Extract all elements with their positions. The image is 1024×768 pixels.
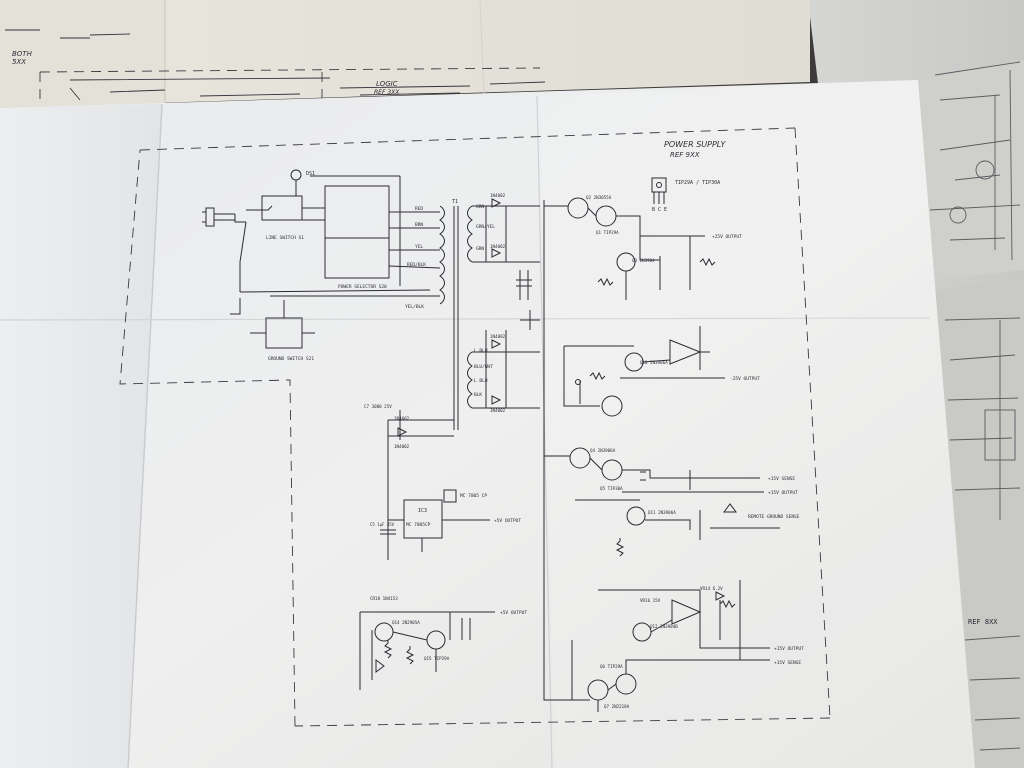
svg-text:MC 7805 CP: MC 7805 CP bbox=[460, 493, 487, 499]
lower-right-regulator: Q12 2N3904B Q6 TIP29A Q7 2N2218A VR14 6.… bbox=[571, 580, 804, 712]
minus-regulator: Q10 2N3906A -25V OUTPUT bbox=[563, 326, 760, 417]
schematic-border bbox=[119, 127, 831, 727]
ground-switch: GROUND SWITCH S21 bbox=[230, 298, 315, 362]
svg-text:Q3 2N3904: Q3 2N3904 bbox=[632, 258, 655, 263]
power-selector: POWER SELECTOR S20 bbox=[270, 175, 441, 297]
svg-text:TIP29A / TIP30A: TIP29A / TIP30A bbox=[675, 180, 720, 186]
svg-text:CR18 1N4153: CR18 1N4153 bbox=[370, 596, 398, 601]
back-sheet-corner-label: BOTH bbox=[12, 50, 33, 58]
svg-text:C5 1µF 35V: C5 1µF 35V bbox=[370, 522, 395, 527]
svg-text:BLK: BLK bbox=[474, 392, 482, 398]
svg-text:Q12 2N3904B: Q12 2N3904B bbox=[650, 624, 678, 629]
rectifier-diodes: 1N4002 1N4002 1N4002 1N4002 bbox=[472, 193, 590, 701]
svg-text:RED: RED bbox=[415, 206, 423, 212]
svg-text:Q1 TIP29A: Q1 TIP29A bbox=[596, 230, 619, 235]
svg-text:REMOTE GROUND SENSE: REMOTE GROUND SENSE bbox=[748, 514, 800, 520]
resistors bbox=[383, 257, 736, 665]
back-sheet-corner-ref: 5XX bbox=[12, 58, 26, 66]
svg-text:+5V OUTPUT: +5V OUTPUT bbox=[494, 518, 521, 524]
svg-text:1N4002: 1N4002 bbox=[394, 444, 410, 449]
five-volt-supply: 1N4002 1N4002 C7 3000 25V IC3 MC 7805CP … bbox=[364, 404, 521, 560]
lower-left-regulator: Q14 2N2905A Q15 TIP29A CR18 1N4153 +5V O… bbox=[359, 596, 527, 690]
svg-text:MC 7805CP: MC 7805CP bbox=[406, 522, 431, 528]
svg-text:1N4002: 1N4002 bbox=[490, 334, 506, 339]
fifteen-volt-regulator: Q4 2N3906A Q5 TIP30A Q11 2N3906A +15V SE… bbox=[544, 447, 800, 540]
svg-text:BLU/WHT: BLU/WHT bbox=[474, 364, 493, 370]
svg-text:IC3: IC3 bbox=[418, 508, 427, 514]
back-sheet: BOTH 5XX LOGIC REF 3XX bbox=[0, 0, 810, 108]
svg-text:RED/BLK: RED/BLK bbox=[407, 262, 426, 268]
svg-text:L BLU: L BLU bbox=[474, 378, 488, 384]
svg-text:LINE SWITCH S1: LINE SWITCH S1 bbox=[266, 235, 304, 241]
back-sheet-ref: REF 3XX bbox=[374, 89, 400, 96]
svg-text:Q10 2N3906A: Q10 2N3906A bbox=[640, 360, 668, 365]
svg-text:Q4 2N3906A: Q4 2N3906A bbox=[590, 448, 616, 453]
svg-text:Q5 TIP30A: Q5 TIP30A bbox=[600, 486, 623, 491]
svg-text:DS1: DS1 bbox=[306, 171, 315, 177]
svg-text:GRN: GRN bbox=[476, 204, 484, 210]
svg-text:Q11 2N3906A: Q11 2N3906A bbox=[648, 510, 676, 515]
svg-text:C7 3000 25V: C7 3000 25V bbox=[364, 404, 392, 409]
svg-text:T1: T1 bbox=[452, 199, 458, 205]
svg-text:BRN: BRN bbox=[415, 222, 423, 228]
right-sheet-label: REF 8XX bbox=[968, 618, 998, 626]
sheet-ref: REF 9XX bbox=[670, 151, 700, 159]
svg-text:+15V SENSE: +15V SENSE bbox=[768, 476, 795, 482]
svg-text:+15V OUTPUT: +15V OUTPUT bbox=[768, 490, 798, 496]
svg-text:+15V OUTPUT: +15V OUTPUT bbox=[774, 646, 804, 652]
upper-right-regulator: Q2 2N3055A Q1 TIP29A Q3 2N3904 +25V OUTP… bbox=[544, 195, 742, 300]
svg-text:YEL: YEL bbox=[415, 244, 423, 250]
svg-text:Q14 2N2905A: Q14 2N2905A bbox=[392, 620, 420, 625]
main-sheet bbox=[0, 80, 975, 768]
sheet-title: POWER SUPPLY bbox=[664, 140, 726, 149]
svg-text:+25V OUTPUT: +25V OUTPUT bbox=[712, 234, 742, 240]
svg-text:Q15 TIP29A: Q15 TIP29A bbox=[424, 656, 450, 661]
svg-text:1N4002: 1N4002 bbox=[490, 244, 506, 249]
svg-text:YEL/BLK: YEL/BLK bbox=[405, 304, 424, 310]
svg-text:Q7 2N2218A: Q7 2N2218A bbox=[604, 704, 630, 709]
svg-text:1N4002: 1N4002 bbox=[490, 408, 506, 413]
svg-text:GROUND SWITCH S21: GROUND SWITCH S21 bbox=[268, 356, 314, 362]
svg-text:-25V OUTPUT: -25V OUTPUT bbox=[730, 376, 760, 382]
svg-text:1N4002: 1N4002 bbox=[394, 416, 410, 421]
svg-text:L BLU: L BLU bbox=[474, 348, 488, 354]
svg-text:VR16 15V: VR16 15V bbox=[640, 598, 661, 603]
svg-text:B C E: B C E bbox=[652, 207, 667, 213]
transformer-t1: T1 bbox=[439, 199, 473, 430]
svg-text:+5V OUTPUT: +5V OUTPUT bbox=[500, 610, 527, 616]
back-sheet-title: LOGIC bbox=[376, 80, 398, 88]
svg-text:POWER SELECTOR S20: POWER SELECTOR S20 bbox=[338, 284, 387, 290]
svg-text:1N4002: 1N4002 bbox=[490, 193, 506, 198]
svg-text:Q2 2N3055A: Q2 2N3055A bbox=[586, 195, 612, 200]
svg-text:GRN: GRN bbox=[476, 246, 484, 252]
svg-text:Q6 TIP29A: Q6 TIP29A bbox=[600, 664, 623, 669]
svg-text:VR14 6.2V: VR14 6.2V bbox=[700, 586, 723, 591]
svg-text:+15V SENSE: +15V SENSE bbox=[774, 660, 801, 666]
transistor-pinout-sketch: TIP29A / TIP30A B C E bbox=[651, 177, 720, 213]
